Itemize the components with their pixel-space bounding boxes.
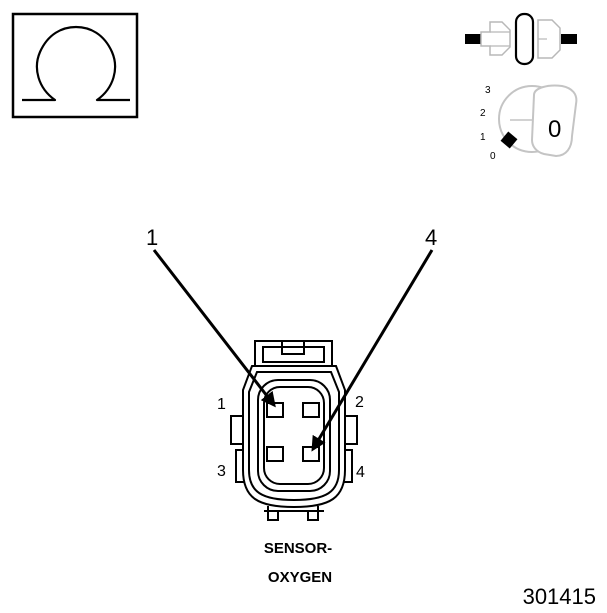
connector-tab-right <box>307 506 319 521</box>
connector-name-line1: SENSOR- <box>264 540 332 557</box>
pin-2 <box>302 402 320 418</box>
ignition-position-pointer <box>500 131 518 149</box>
pin-label-3: 3 <box>217 463 226 480</box>
connector-ear-left <box>230 415 245 445</box>
ohm-meter-symbol <box>11 12 139 119</box>
connector-name-line2: OXYGEN <box>268 569 332 586</box>
connector-tab-left <box>267 506 279 521</box>
ignition-position-2: 2 <box>480 108 486 119</box>
ignition-position-3: 3 <box>485 85 491 96</box>
connector-plug-female <box>537 19 561 59</box>
probe-label-4: 4 <box>425 225 437 250</box>
pin-label-4: 4 <box>356 464 365 481</box>
probe-lead-1: 1 <box>146 225 276 408</box>
probe-label-1: 1 <box>146 225 158 250</box>
wire-stub-left <box>465 34 481 44</box>
ignition-switch-icon: 0 3 2 1 0 <box>480 84 578 162</box>
wire-stub-right <box>561 34 577 44</box>
pin-3 <box>266 446 284 462</box>
connector-plug-male <box>480 21 511 56</box>
pin-4 <box>302 446 320 462</box>
oxygen-sensor-connector <box>230 340 358 521</box>
terminal-cavity <box>257 379 331 492</box>
ignition-position-1: 1 <box>480 132 486 143</box>
ignition-key-label: 0 <box>548 116 561 143</box>
ignition-position-0: 0 <box>490 151 496 162</box>
figure-number: 301415 <box>523 584 596 609</box>
probe-lead-4: 4 <box>311 225 437 452</box>
ignition-key-icon <box>530 84 578 158</box>
omega-icon <box>22 25 130 102</box>
connector-disconnected-icon <box>465 12 577 66</box>
pin-label-2: 2 <box>355 394 364 411</box>
probe-arrow-4 <box>311 249 434 452</box>
connector-ear-right <box>343 415 358 445</box>
connector-seal-ring <box>514 12 535 66</box>
probe-arrow-1 <box>152 249 276 408</box>
ohm-symbol-frame <box>11 12 139 119</box>
pin-label-1: 1 <box>217 396 226 413</box>
